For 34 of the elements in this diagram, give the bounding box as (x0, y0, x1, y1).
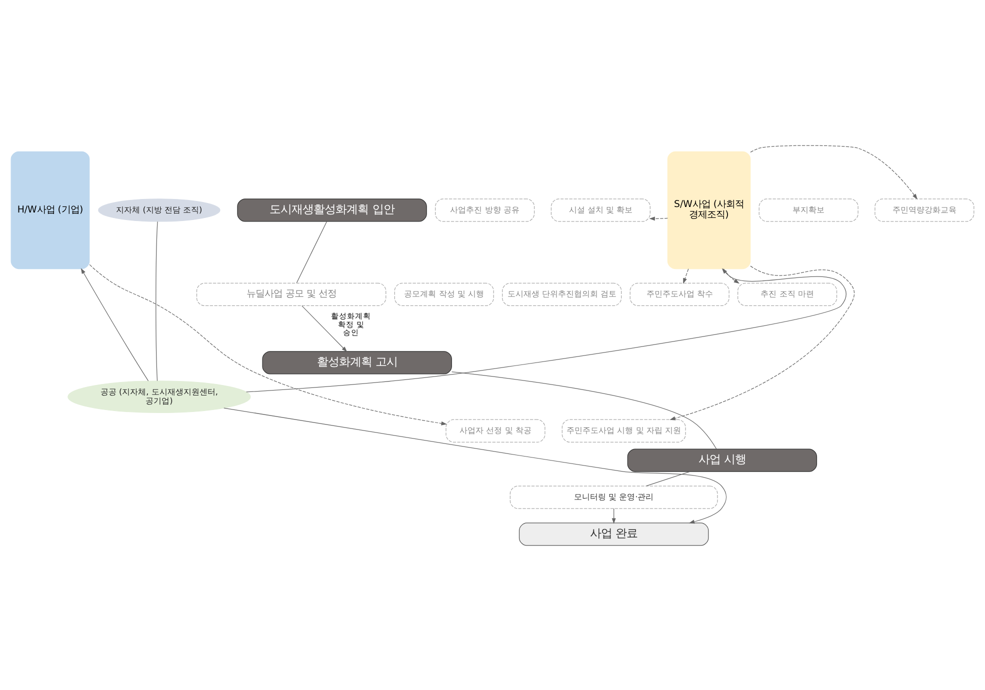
connector (646, 470, 690, 486)
arrow (224, 407, 727, 524)
node-box: 시설 설치 및 확보 (550, 198, 650, 222)
arrow (80, 268, 149, 381)
node-ellipse: 공공 (지자체, 도시재생지원센터, 공기업) (68, 380, 251, 413)
arrow (683, 268, 689, 284)
arrow (649, 216, 668, 220)
node-box: 주민역량강화교육 (874, 198, 974, 222)
node-box: 공모계획 작성 및 시행 (394, 282, 494, 306)
node-box: 주민주도사업 시행 및 자립 지원 (562, 418, 686, 442)
arrow (750, 144, 918, 200)
node-box: S/W사업 (사회적 경제조직) (667, 150, 751, 269)
arrow (302, 305, 348, 352)
arrow (723, 268, 740, 284)
node-box: 주민주도사업 착수 (630, 282, 730, 306)
arrow (670, 265, 855, 420)
connector (156, 220, 158, 381)
node-box: 사업 완료 (518, 522, 709, 546)
node-box: 부지확보 (758, 198, 858, 222)
node-ellipse: 지자체 (지방 전담 조직) (98, 198, 220, 222)
node-box: 모니터링 및 운영·관리 (510, 485, 718, 508)
node-box: 사업추진 방향 공유 (435, 198, 535, 222)
node-box: 뉴딜사업 공모 및 선정 (196, 282, 386, 306)
node-box: 도시재생활성화계획 입안 (237, 198, 427, 222)
node-box: 활성화계획 고시 (262, 350, 452, 374)
arrow (612, 508, 616, 524)
connector (296, 220, 328, 283)
node-box: 도시재생 단위추진협의회 검토 (502, 282, 622, 306)
connector (451, 371, 717, 449)
node-box: 추진 조직 마련 (738, 282, 838, 306)
node-box: 사업자 선정 및 착공 (446, 418, 546, 442)
node-box: 사업 시행 (627, 448, 818, 472)
node-box: H/W사업 (기업) (10, 150, 90, 269)
arrow (89, 264, 447, 425)
